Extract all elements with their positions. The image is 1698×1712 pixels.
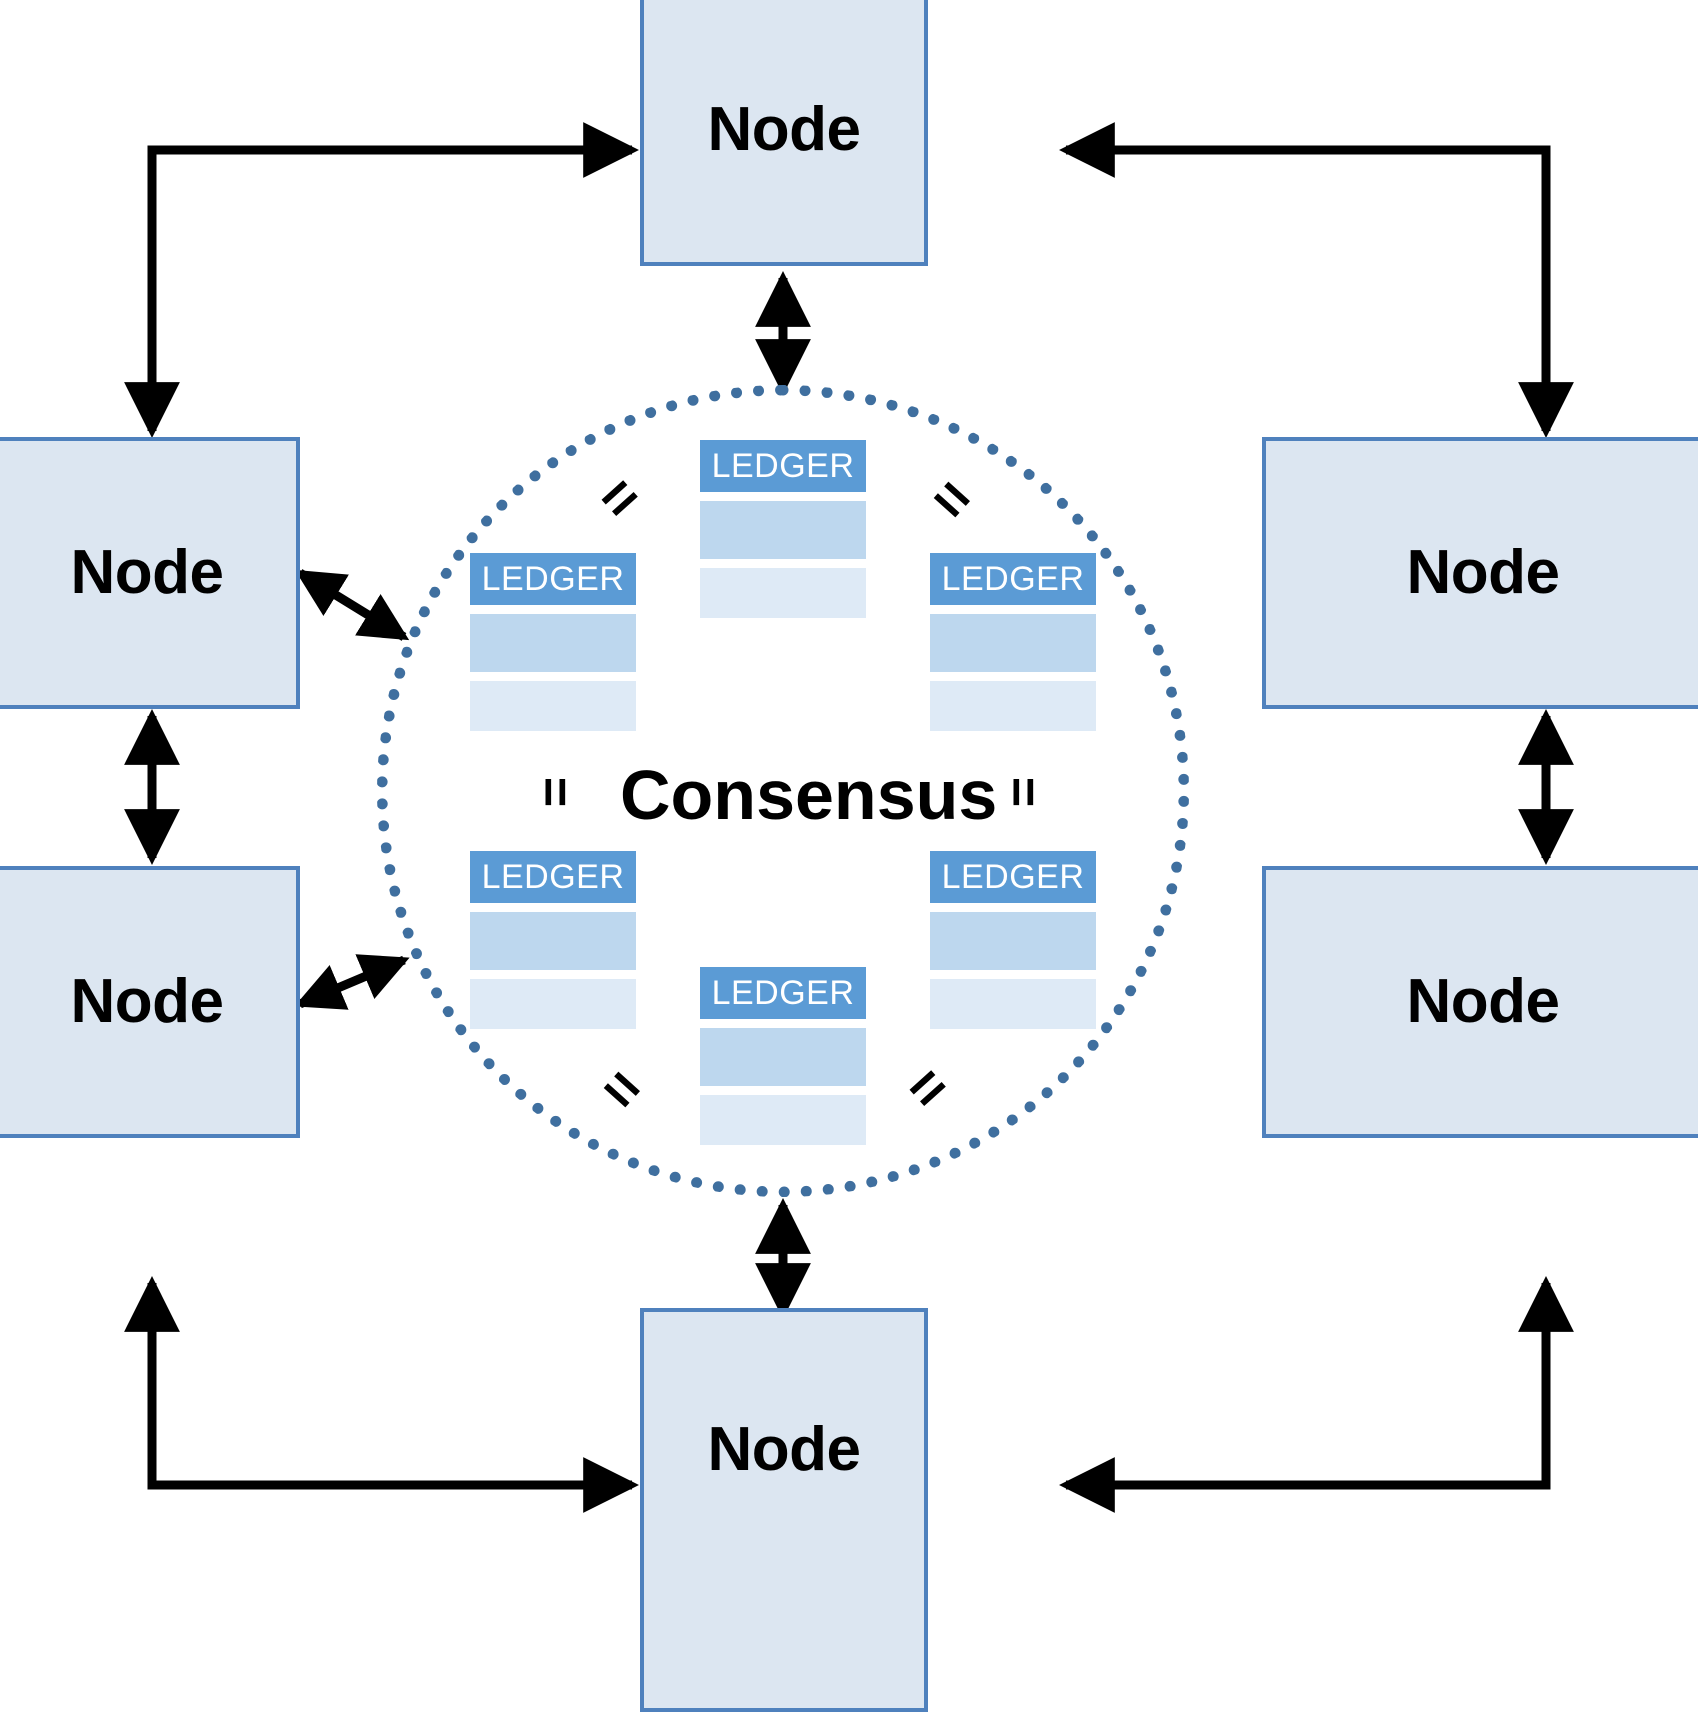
ledger-row-secondary <box>930 979 1096 1029</box>
ledger-row-secondary <box>470 681 636 731</box>
ledger-header: LEDGER <box>470 553 636 605</box>
connector-leftlower-to-circle <box>294 954 410 1010</box>
node-label: Node <box>1406 538 1561 607</box>
node-label: Node <box>707 95 862 164</box>
ledger-card-top[interactable]: LEDGER <box>700 440 866 618</box>
ledger-card-left-upper[interactable]: LEDGER <box>470 553 636 731</box>
connector-leftupper-to-circle <box>294 569 410 641</box>
connector-rightupper-to-top <box>1059 122 1551 431</box>
ledger-card-right-lower[interactable]: LEDGER <box>930 851 1096 1029</box>
node-box-top[interactable]: Node <box>640 0 928 266</box>
equals-mark-mid-left: = <box>526 776 585 808</box>
node-label: Node <box>70 538 225 607</box>
node-box-right-upper[interactable]: Node <box>1262 437 1698 709</box>
ledger-row-secondary <box>930 681 1096 731</box>
node-label: Node <box>707 1415 862 1484</box>
ledger-row-secondary <box>700 568 866 618</box>
ledger-header: LEDGER <box>930 553 1096 605</box>
ledger-card-bottom[interactable]: LEDGER <box>700 967 866 1145</box>
node-box-left-upper[interactable]: Node <box>0 437 300 709</box>
ledger-header: LEDGER <box>470 851 636 903</box>
ledger-row-primary <box>700 501 866 559</box>
ledger-row-primary <box>700 1028 866 1086</box>
node-box-bottom[interactable]: Node <box>640 1308 928 1712</box>
connector-rightlower-to-bottom <box>1059 1283 1551 1513</box>
ledger-header: LEDGER <box>700 967 866 1019</box>
consensus-circle <box>377 385 1189 1197</box>
node-box-right-lower[interactable]: Node <box>1262 866 1698 1138</box>
connector-leftupper-to-top <box>147 122 639 431</box>
connector-leftlower-to-bottom <box>147 1283 639 1513</box>
ledger-row-secondary <box>470 979 636 1029</box>
ledger-header: LEDGER <box>700 440 866 492</box>
ledger-row-primary <box>470 614 636 672</box>
ledger-card-left-lower[interactable]: LEDGER <box>470 851 636 1029</box>
node-label: Node <box>1406 967 1561 1036</box>
ledger-row-primary <box>930 614 1096 672</box>
equals-mark-mid-right: = <box>994 776 1053 808</box>
ledger-card-right-upper[interactable]: LEDGER <box>930 553 1096 731</box>
ledger-row-primary <box>930 912 1096 970</box>
ledger-row-secondary <box>700 1095 866 1145</box>
ledger-header: LEDGER <box>930 851 1096 903</box>
node-box-left-lower[interactable]: Node <box>0 866 300 1138</box>
ledger-row-primary <box>470 912 636 970</box>
node-label: Node <box>70 967 225 1036</box>
consensus-label: Consensus <box>620 756 998 834</box>
